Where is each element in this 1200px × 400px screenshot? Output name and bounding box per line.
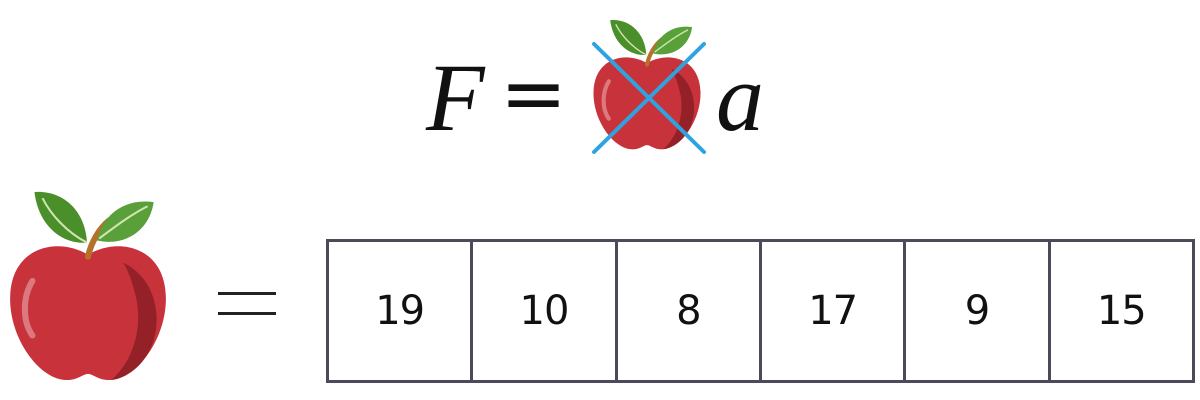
array-row: 19 10 8 17 9 15 (326, 239, 1195, 383)
apple-body (10, 246, 166, 381)
apple-icon (10, 191, 166, 381)
formula-force-symbol: F (426, 44, 485, 151)
array-cell: 8 (618, 242, 762, 380)
array-cell: 15 (1096, 288, 1147, 334)
formula-acceleration-symbol: a (716, 44, 764, 151)
array-cell: 9 (906, 242, 1051, 380)
formula-equals-sign: = (500, 47, 568, 140)
array-cell: 17 (762, 242, 907, 380)
apple-leaf (610, 20, 647, 55)
array-cell: 10 (473, 242, 618, 380)
equals-sign-icon (218, 292, 276, 316)
strike-through-cross-icon (592, 42, 706, 154)
array-cell: 19 (329, 242, 474, 380)
apple-leaf (34, 191, 87, 243)
